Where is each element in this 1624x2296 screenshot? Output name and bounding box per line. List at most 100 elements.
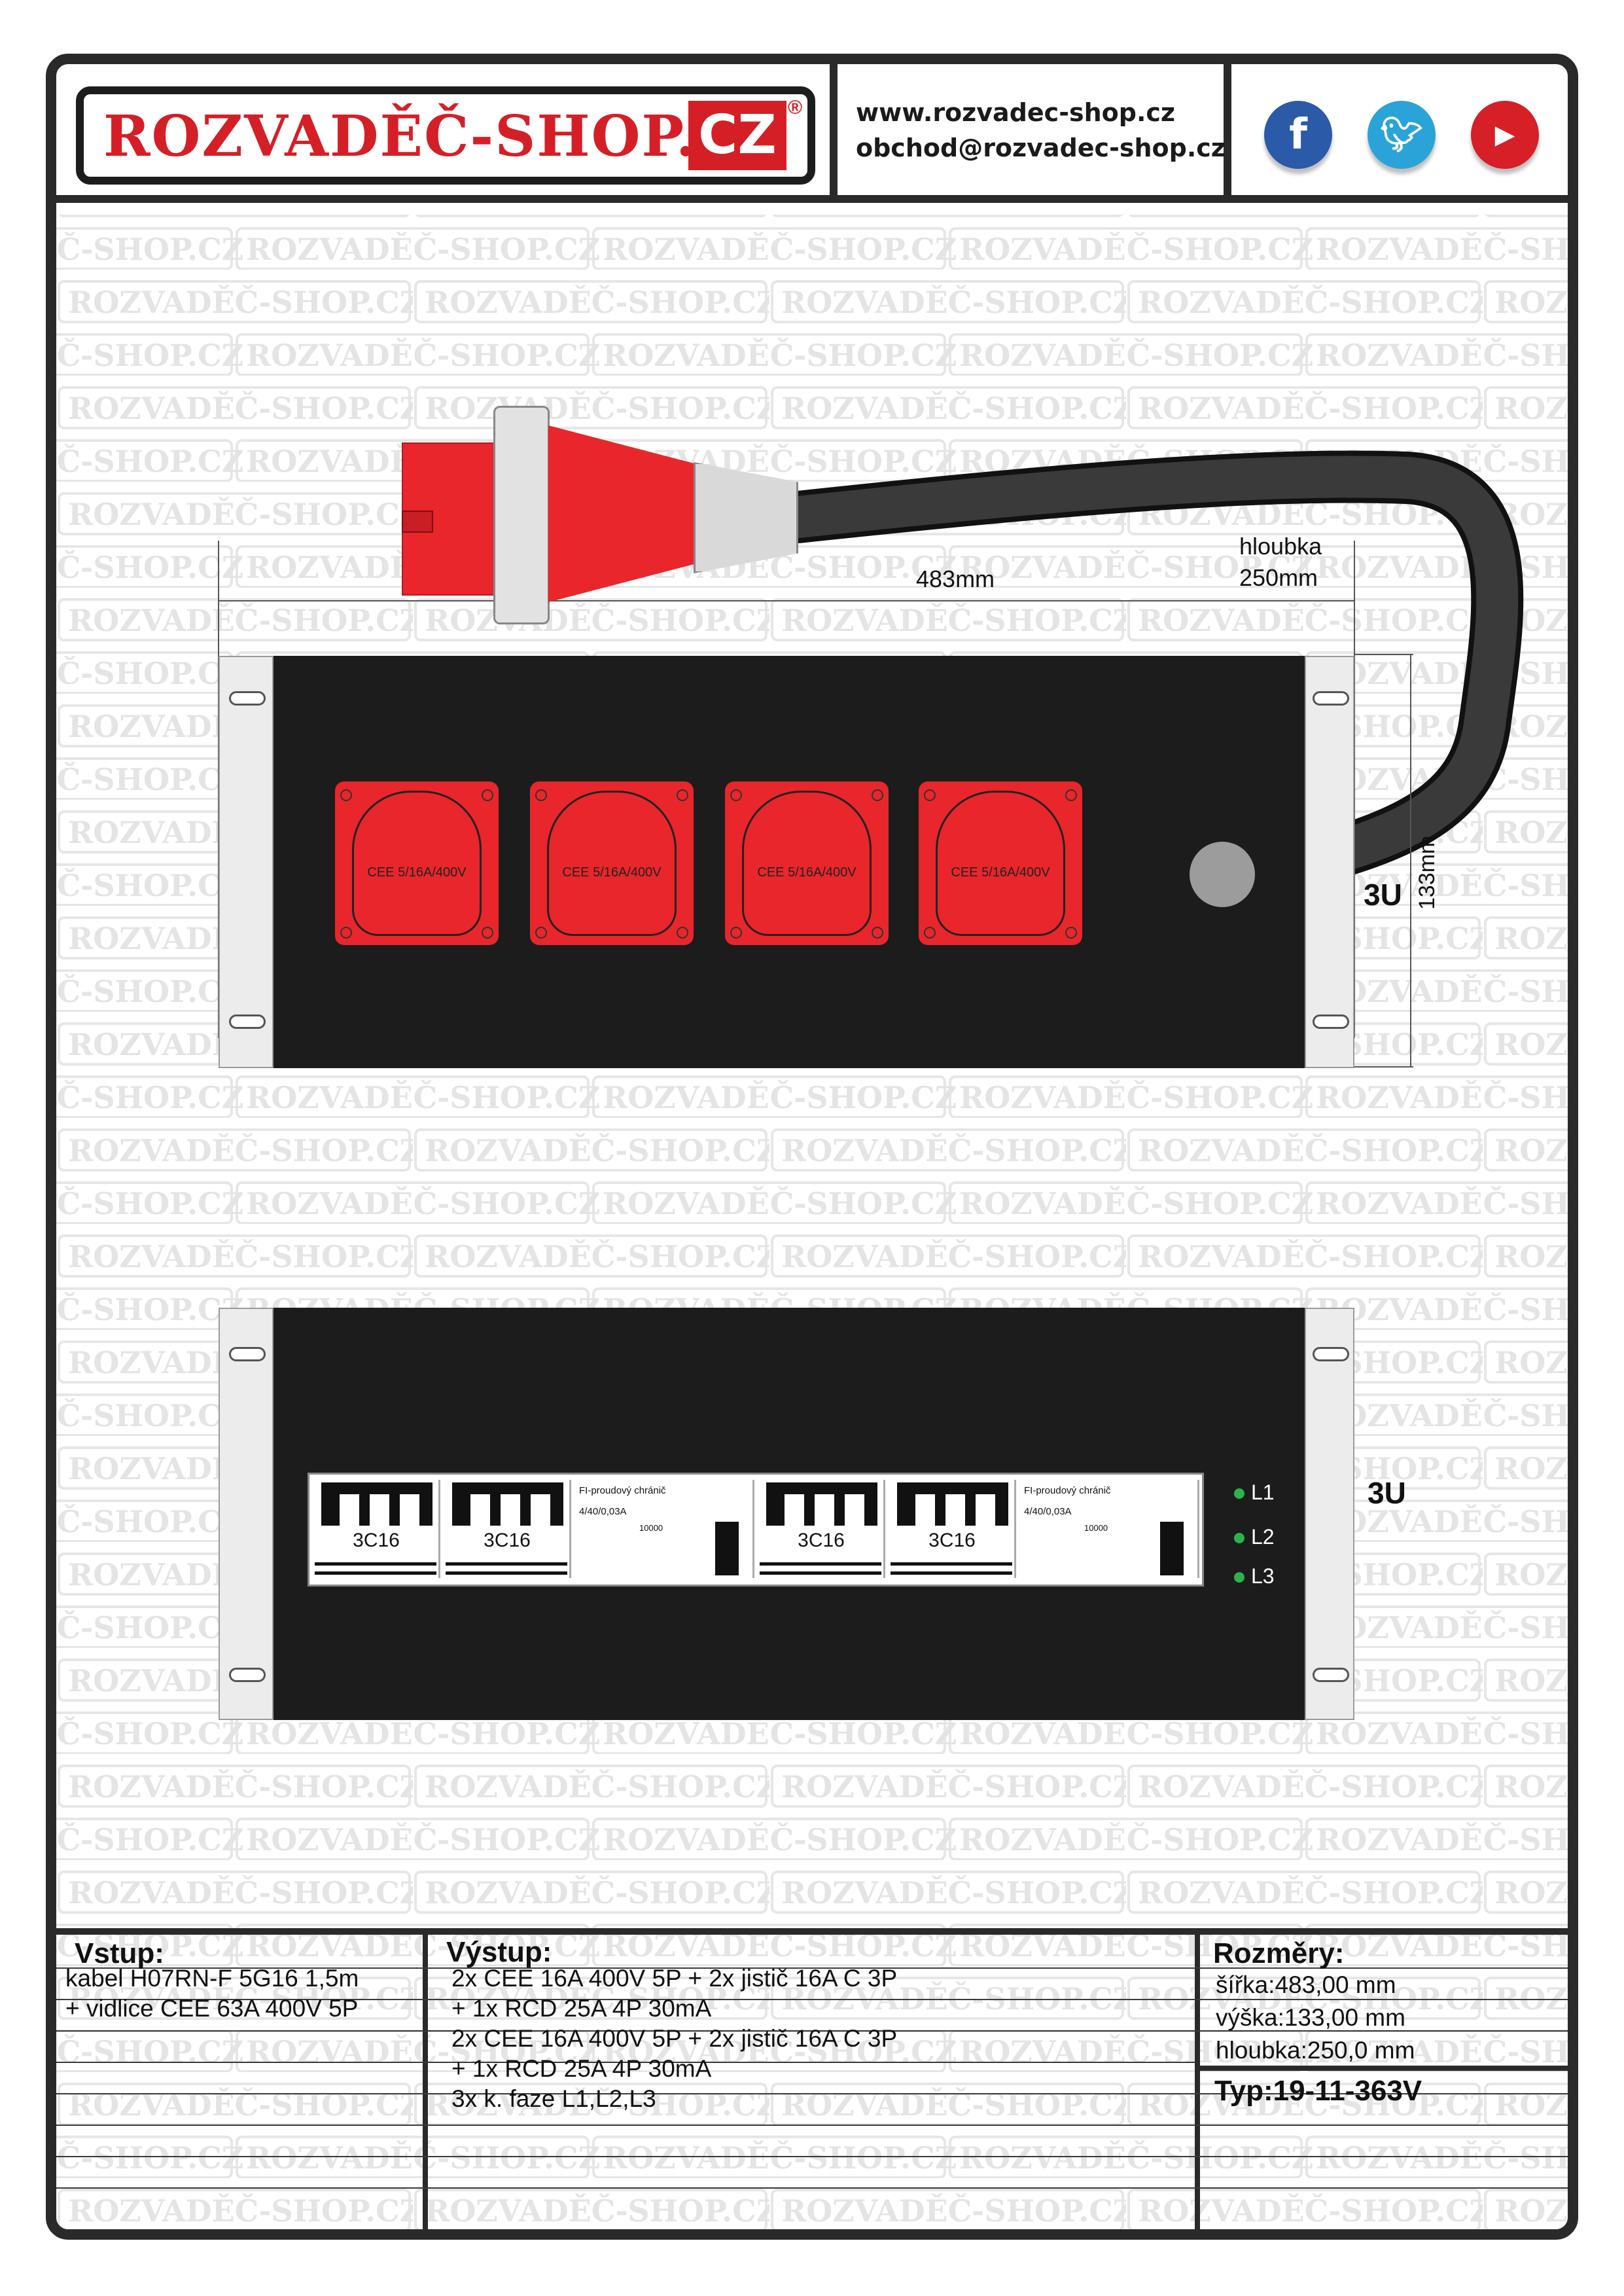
rcd-1[interactable]: FI-proudový chránič 4/40/0,03A 10000	[574, 1480, 754, 1578]
screw-icon	[340, 789, 352, 801]
socket-lid	[742, 791, 872, 936]
rcd-code: 10000	[1084, 1523, 1108, 1533]
youtube-icon[interactable]: ▶	[1471, 101, 1539, 169]
din-rail-strip: 3C16 3C16 FI-proudový chránič 4/40/0,03A…	[308, 1473, 1204, 1587]
screw-icon	[924, 789, 936, 801]
logo-text: ROZVADĚČ-SHOP.	[103, 103, 697, 170]
rack-ear-left-rear	[219, 1308, 274, 1720]
output-line-2: + 1x RCD 25A 4P 30mA	[451, 1995, 712, 2022]
table-col-divider-1	[423, 1928, 428, 2229]
rack-ear-left	[219, 656, 274, 1068]
screw-icon	[535, 789, 547, 801]
logo-tld: CZ	[688, 101, 786, 170]
circuit-breaker-4[interactable]: 3C16	[888, 1480, 1016, 1578]
rcd-handle	[1160, 1522, 1184, 1575]
screw-icon	[1065, 927, 1077, 939]
phase-led-l1	[1234, 1488, 1244, 1499]
rcd-spec: 4/40/0,03A	[579, 1506, 627, 1517]
output-line-5: 3x k. faze L1,L2,L3	[451, 2085, 656, 2112]
table-rule	[56, 1999, 1568, 2000]
cee-socket-1[interactable]: CEE 5/16A/400V	[335, 781, 499, 945]
cee-socket-2[interactable]: CEE 5/16A/400V	[530, 781, 694, 945]
plug-pin-key	[402, 511, 433, 533]
socket-label: CEE 5/16A/400V	[562, 865, 662, 880]
depth-label: hloubka	[1239, 533, 1322, 560]
phase-led-l2	[1234, 1533, 1244, 1543]
mounting-slot	[1313, 691, 1349, 706]
rack-ear-right-rear	[1305, 1308, 1354, 1720]
mounting-slot	[229, 1668, 266, 1682]
rcd-title: FI-proudový chránič	[579, 1485, 666, 1496]
input-line-1: kabel H07RN-F 5G16 1,5m	[65, 1965, 359, 1992]
screw-icon	[535, 927, 547, 939]
screw-icon	[340, 927, 352, 939]
table-type-divider	[1200, 2066, 1568, 2071]
rcd-2[interactable]: FI-proudový chránič 4/40/0,03A 10000	[1019, 1480, 1199, 1578]
circuit-breaker-3[interactable]: 3C16	[757, 1480, 885, 1578]
rcd-code: 10000	[639, 1523, 663, 1533]
screw-icon	[677, 789, 688, 801]
rack-ear-right	[1305, 656, 1354, 1068]
website-link[interactable]: www.rozvadec-shop.cz	[856, 98, 1176, 127]
cable-entry-gland	[1190, 842, 1255, 907]
breaker-rating: 3C16	[353, 1530, 400, 1551]
rcd-title: FI-proudový chránič	[1024, 1485, 1111, 1496]
facebook-icon[interactable]: f	[1264, 101, 1332, 169]
email-link[interactable]: obchod@rozvadec-shop.cz	[856, 134, 1226, 162]
mounting-slot	[229, 1347, 266, 1361]
table-rule	[56, 2156, 1568, 2157]
cee-socket-4[interactable]: CEE 5/16A/400V	[919, 781, 1082, 945]
brand-logo[interactable]: ROZVADĚČ-SHOP. CZ ®	[76, 86, 815, 185]
type-code: Typ:19-11-363V	[1214, 2075, 1422, 2107]
twitter-icon[interactable]: 🐦︎	[1368, 101, 1436, 169]
screw-icon	[872, 789, 883, 801]
input-heading: Vstup:	[75, 1937, 164, 1969]
rack-units-front: 3U	[1364, 878, 1402, 912]
socket-label: CEE 5/16A/400V	[367, 865, 467, 880]
table-rule	[56, 2187, 1568, 2189]
registered-mark: ®	[788, 97, 803, 118]
circuit-breaker-1[interactable]: 3C16	[312, 1480, 440, 1578]
table-rule	[56, 2062, 1195, 2063]
rcd-handle	[715, 1522, 739, 1575]
mounting-slot	[1313, 1668, 1349, 1682]
table-col-divider-2	[1195, 1928, 1200, 2229]
rcd-spec: 4/40/0,03A	[1024, 1506, 1072, 1517]
breaker-rating: 3C16	[798, 1530, 845, 1551]
screw-icon	[1065, 789, 1077, 801]
table-rule	[56, 2030, 1568, 2032]
breaker-rating: 3C16	[928, 1530, 976, 1551]
table-rule	[56, 2125, 1568, 2126]
output-line-4: + 1x RCD 25A 4P 30mA	[451, 2055, 712, 2082]
table-rule	[56, 2093, 1568, 2094]
screw-icon	[872, 927, 883, 939]
screw-icon	[677, 927, 688, 939]
screw-icon	[482, 789, 493, 801]
rack-units-rear: 3U	[1368, 1476, 1406, 1510]
width-dimension: 483mm	[916, 565, 995, 592]
socket-label: CEE 5/16A/400V	[951, 865, 1050, 880]
cee-socket-3[interactable]: CEE 5/16A/400V	[725, 781, 889, 945]
phase-label-l2: L2	[1251, 1525, 1275, 1549]
dims-heading: Rozměry:	[1213, 1937, 1345, 1969]
dims-depth: hloubka:250,0 mm	[1216, 2037, 1415, 2064]
breaker-rating: 3C16	[484, 1530, 531, 1551]
screw-icon	[730, 789, 742, 801]
phase-label-l3: L3	[1251, 1564, 1275, 1588]
depth-value: 250mm	[1239, 564, 1318, 591]
mounting-slot	[229, 691, 266, 706]
circuit-breaker-2[interactable]: 3C16	[443, 1480, 571, 1578]
header-separator-1	[830, 64, 838, 202]
phase-label-l1: L1	[1251, 1480, 1275, 1504]
mounting-slot	[229, 1014, 266, 1029]
screw-icon	[730, 927, 742, 939]
input-line-2: + vidlice CEE 63A 400V 5P	[65, 1995, 359, 2022]
table-top-border	[56, 1928, 1568, 1935]
screw-icon	[482, 927, 493, 939]
output-heading: Výstup:	[446, 1936, 552, 1968]
mounting-slot	[1313, 1014, 1349, 1029]
output-line-3: 2x CEE 16A 400V 5P + 2x jistič 16A C 3P	[451, 2025, 898, 2052]
plug-cable-gland	[694, 462, 798, 573]
header-separator-2	[1224, 64, 1231, 202]
socket-lid	[352, 791, 482, 936]
